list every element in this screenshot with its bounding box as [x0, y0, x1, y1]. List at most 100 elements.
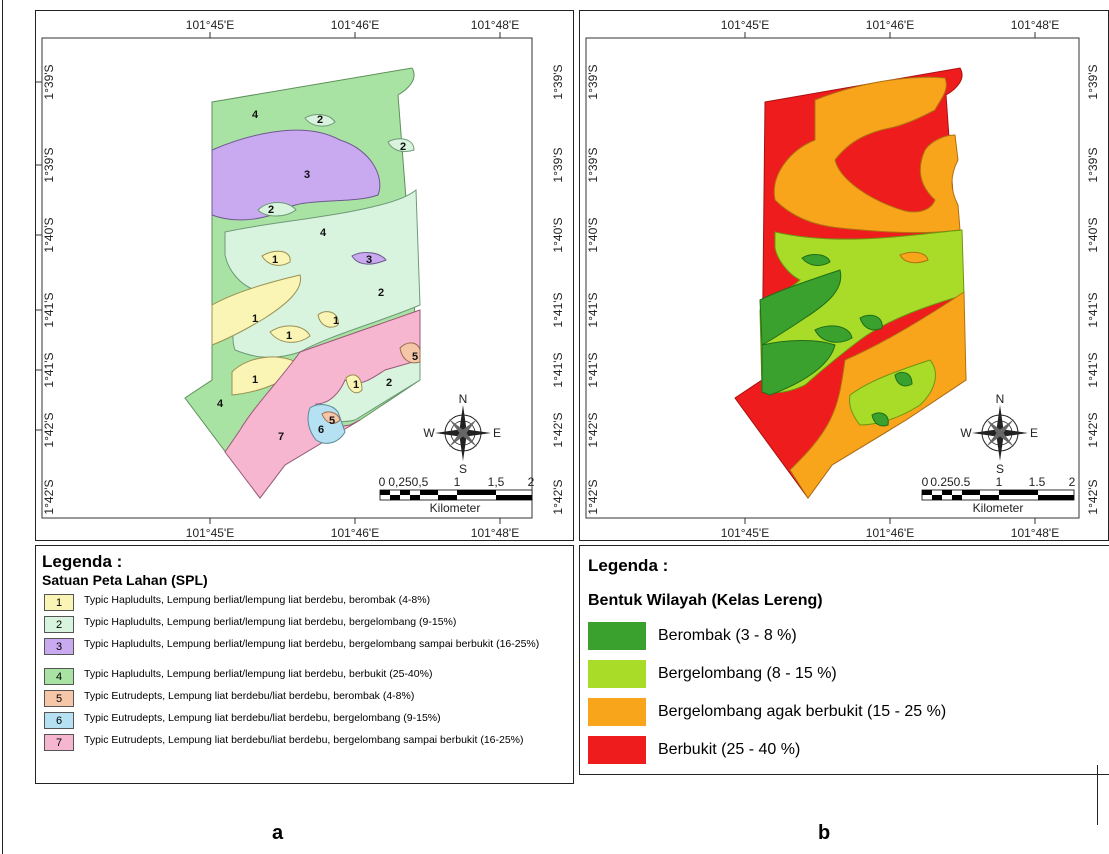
legend-swatch: 3 — [44, 638, 74, 655]
legend-code: 7 — [55, 736, 63, 749]
right-tick-label: 1°42'S — [551, 412, 565, 447]
left-tick-label: 1°42'S — [42, 479, 56, 514]
legend-code: 5 — [55, 692, 63, 705]
legend-a: Legenda : Satuan Peta Lahan (SPL) 1 Typi… — [35, 545, 574, 784]
legend-b-item-1: Berombak (3 - 8 %) — [588, 622, 797, 650]
scale-bar-b: 0 0.25 0.5 1 1.5 2 Kilometer — [921, 475, 1076, 515]
unit-label: 2 — [317, 114, 323, 126]
legend-a-item-6: 6 Typic Eutrudepts, Lempung liat berdebu… — [44, 712, 554, 729]
unit-1-large — [211, 274, 301, 346]
slope-berombak-7 — [894, 371, 913, 387]
compass-south: S — [996, 462, 1004, 476]
bottom-tick-label: 101°48'E — [1011, 526, 1059, 540]
scale-unit: Kilometer — [430, 501, 481, 515]
left-tick-label: 1°42'S — [42, 412, 56, 447]
legend-a-item-4: 4 Typic Hapludults, Lempung berliat/lemp… — [44, 668, 554, 685]
unit-2-blob-mid — [257, 202, 297, 217]
scale-number: 0.25 — [930, 475, 954, 489]
unit-2-blob-right — [387, 138, 415, 153]
scale-number: 1 — [454, 475, 461, 489]
scale-unit: Kilometer — [973, 501, 1024, 515]
unit-label: 2 — [378, 287, 384, 299]
scale-number: 0,5 — [412, 475, 429, 489]
legend-a-title: Legenda : — [42, 552, 123, 571]
left-tick-label: 1°41'S — [586, 352, 600, 387]
slope-berombak-3 — [814, 325, 853, 343]
right-tick-label: 1°40'S — [551, 217, 565, 252]
right-tick-label: 1°41'S — [1086, 352, 1100, 387]
panel-letter-b: b — [818, 822, 831, 844]
bottom-tick-label: 101°48'E — [471, 526, 519, 540]
legend-code: 6 — [55, 714, 63, 727]
left-tick-label: 1°39'S — [586, 64, 600, 99]
right-tick-label: 1°42'S — [551, 479, 565, 514]
left-tick-label: 1°40'S — [586, 217, 600, 252]
legend-label: Berbukit (25 - 40 %) — [658, 741, 801, 758]
top-tick-label: 101°45'E — [721, 18, 769, 32]
legend-swatch: 2 — [44, 616, 74, 633]
legend-label: Bergelombang (8 - 15 %) — [658, 665, 837, 682]
unit-1-pink — [345, 374, 363, 394]
compass-north: N — [459, 392, 468, 406]
compass-west: W — [960, 426, 972, 440]
legend-code: 3 — [55, 640, 63, 653]
legend-swatch: 6 — [44, 712, 74, 729]
slope-berombak-4 — [859, 314, 883, 331]
legend-b-item-4: Berbukit (25 - 40 %) — [588, 736, 800, 764]
right-tick-label: 1°41'S — [1086, 292, 1100, 327]
scale-number: 1,5 — [488, 475, 505, 489]
unit-label: 1 — [252, 313, 258, 325]
legend-a-item-5: 5 Typic Eutrudepts, Lempung liat berdebu… — [44, 690, 554, 707]
left-tick-label: 1°42'S — [586, 412, 600, 447]
unit-label: 6 — [318, 424, 324, 436]
left-tick-label: 1°42'S — [586, 479, 600, 514]
top-tick-label: 101°48'E — [471, 18, 519, 32]
legend-code: 4 — [55, 670, 63, 683]
unit-5-right — [399, 342, 421, 364]
top-tick-label: 101°46'E — [331, 18, 379, 32]
compass-rose-icon: N E S W — [960, 392, 1038, 476]
left-tick-label: 1°39'S — [42, 64, 56, 99]
unit-label: 2 — [386, 377, 392, 389]
legend-label: Berombak (3 - 8 %) — [658, 627, 797, 644]
left-tick-label: 1°40'S — [42, 217, 56, 252]
unit-labels-a: 4 2 2 3 2 4 1 3 2 1 1 1 5 1 1 2 4 5 6 7 — [217, 109, 418, 443]
legend-label: Bergelombang agak berbukit (15 - 25 %) — [658, 703, 947, 720]
legend-swatch — [588, 698, 646, 726]
unit-label: 1 — [353, 379, 359, 391]
top-tick-label: 101°45'E — [186, 18, 234, 32]
legend-label: Typic Hapludults, Lempung berliat/lempun… — [84, 594, 431, 606]
right-tick-label: 1°41'S — [551, 352, 565, 387]
scale-bar-a: 0 0,25 0,5 1 1,5 2 Kilometer — [379, 475, 535, 515]
legend-b-item-2: Bergelombang (8 - 15 %) — [588, 660, 837, 688]
left-tick-label: 1°39'S — [586, 147, 600, 182]
scale-number: 2 — [1069, 475, 1076, 489]
right-tick-label: 1°42'S — [1086, 479, 1100, 514]
unit-1-right — [317, 311, 339, 328]
legend-label: Typic Hapludults, Lempung berliat/lempun… — [84, 616, 457, 628]
unit-label: 1 — [333, 315, 339, 327]
slope-bergelombang-lower — [849, 359, 936, 426]
left-tick-label: 1°41'S — [42, 292, 56, 327]
compass-south: S — [459, 462, 467, 476]
legend-swatch — [588, 660, 646, 688]
bottom-tick-label: 101°45'E — [186, 526, 234, 540]
scale-number: 0,25 — [388, 475, 412, 489]
figure-right-rule — [1097, 765, 1098, 825]
legend-swatch: 7 — [44, 734, 74, 751]
legend-b: Legenda : Bentuk Wilayah (Kelas Lereng) … — [579, 545, 1109, 775]
scale-number: 1.5 — [1029, 475, 1046, 489]
legend-a-item-2: 2 Typic Hapludults, Lempung berliat/lemp… — [44, 616, 554, 633]
unit-7-polygon — [224, 309, 421, 499]
map-a: 4 2 2 3 2 4 1 3 2 1 1 1 5 1 1 2 4 5 6 7 … — [36, 18, 565, 540]
left-tick-label: 1°41'S — [586, 292, 600, 327]
unit-label: 5 — [329, 415, 335, 427]
land-units-a — [184, 67, 421, 499]
legend-label: Typic Eutrudepts, Lempung liat berdebu/l… — [84, 690, 415, 702]
legend-b-subtitle: Bentuk Wilayah (Kelas Lereng) — [588, 592, 823, 609]
bottom-tick-label: 101°46'E — [866, 526, 914, 540]
right-tick-label: 1°42'S — [1086, 412, 1100, 447]
slope-agak-berbukit-patch — [899, 251, 929, 264]
right-tick-label: 1°39'S — [551, 147, 565, 182]
legend-swatch — [588, 736, 646, 764]
